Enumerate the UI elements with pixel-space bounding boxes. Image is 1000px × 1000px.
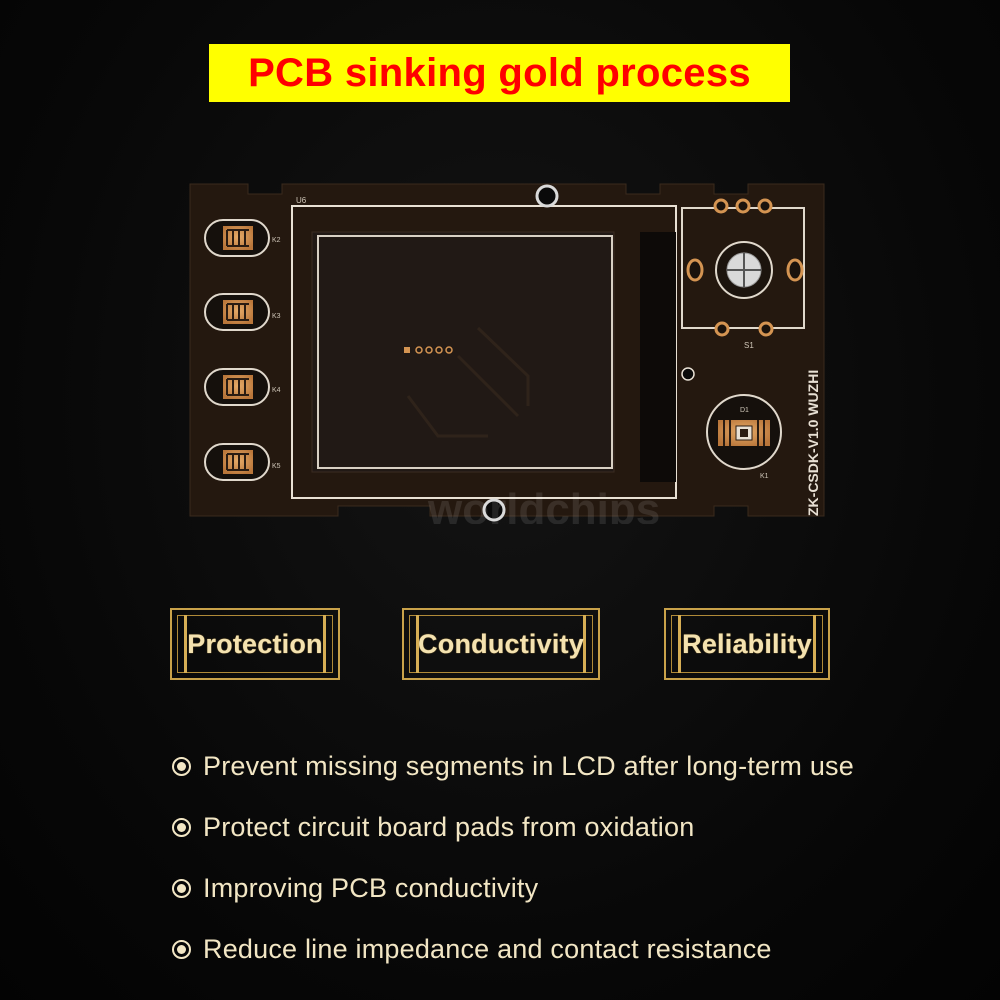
- silk-u6: U6: [296, 196, 307, 205]
- bullet-icon: [172, 757, 191, 776]
- pcb-board-photo: U6 K2 K3 K4: [188, 176, 826, 524]
- feature-list: Prevent missing segments in LCD after lo…: [172, 736, 962, 980]
- silk-s1: S1: [744, 341, 754, 350]
- badge-reliability-label: Reliability: [682, 628, 812, 659]
- badge-conductivity-label: Conductivity: [418, 628, 584, 659]
- lcd-panel-inner-border: [317, 235, 613, 469]
- silk-k1: K1: [760, 473, 769, 480]
- bullet-icon: [172, 879, 191, 898]
- bullet-text: Prevent missing segments in LCD after lo…: [203, 751, 854, 781]
- list-item: Improving PCB conductivity: [172, 858, 962, 919]
- badge-conductivity: Conductivity: [402, 608, 600, 680]
- lcd-window-cutout: [640, 232, 676, 482]
- silk-k5: K5: [272, 463, 281, 470]
- key-pad-k2: K2: [204, 219, 281, 257]
- bullet-icon: [172, 940, 191, 959]
- board-name-silkscreen: ZK-CSDK-V1.0 WUZHI: [805, 370, 821, 516]
- key-pad-k3: K3: [204, 293, 281, 331]
- lcd-panel: [311, 231, 615, 473]
- list-item: Reduce line impedance and contact resist…: [172, 919, 962, 980]
- key-pad-k4: K4: [204, 368, 281, 406]
- silk-k2: K2: [272, 237, 281, 244]
- bullet-text: Protect circuit board pads from oxidatio…: [203, 812, 695, 842]
- page-title: PCB sinking gold process: [248, 50, 751, 95]
- list-item: Protect circuit board pads from oxidatio…: [172, 797, 962, 858]
- bullet-text: Improving PCB conductivity: [203, 873, 539, 903]
- silk-k4: K4: [272, 387, 281, 394]
- badge-protection-label: Protection: [187, 628, 323, 659]
- silk-k3: K3: [272, 313, 281, 320]
- bullet-icon: [172, 818, 191, 837]
- list-item: Prevent missing segments in LCD after lo…: [172, 736, 962, 797]
- bullet-text: Reduce line impedance and contact resist…: [203, 934, 772, 964]
- pcb-board-svg: U6 K2 K3 K4: [189, 183, 825, 524]
- badge-reliability: Reliability: [664, 608, 830, 680]
- encoder-footprint-s1: S1: [681, 198, 805, 350]
- silk-d1: D1: [740, 407, 749, 414]
- led-key-pad-k1: D1 K1: [706, 394, 782, 480]
- watermark-text: worldchips: [427, 485, 660, 524]
- title-banner: PCB sinking gold process: [209, 44, 790, 102]
- badge-protection: Protection: [170, 608, 340, 680]
- key-pad-k5: K5: [204, 443, 281, 481]
